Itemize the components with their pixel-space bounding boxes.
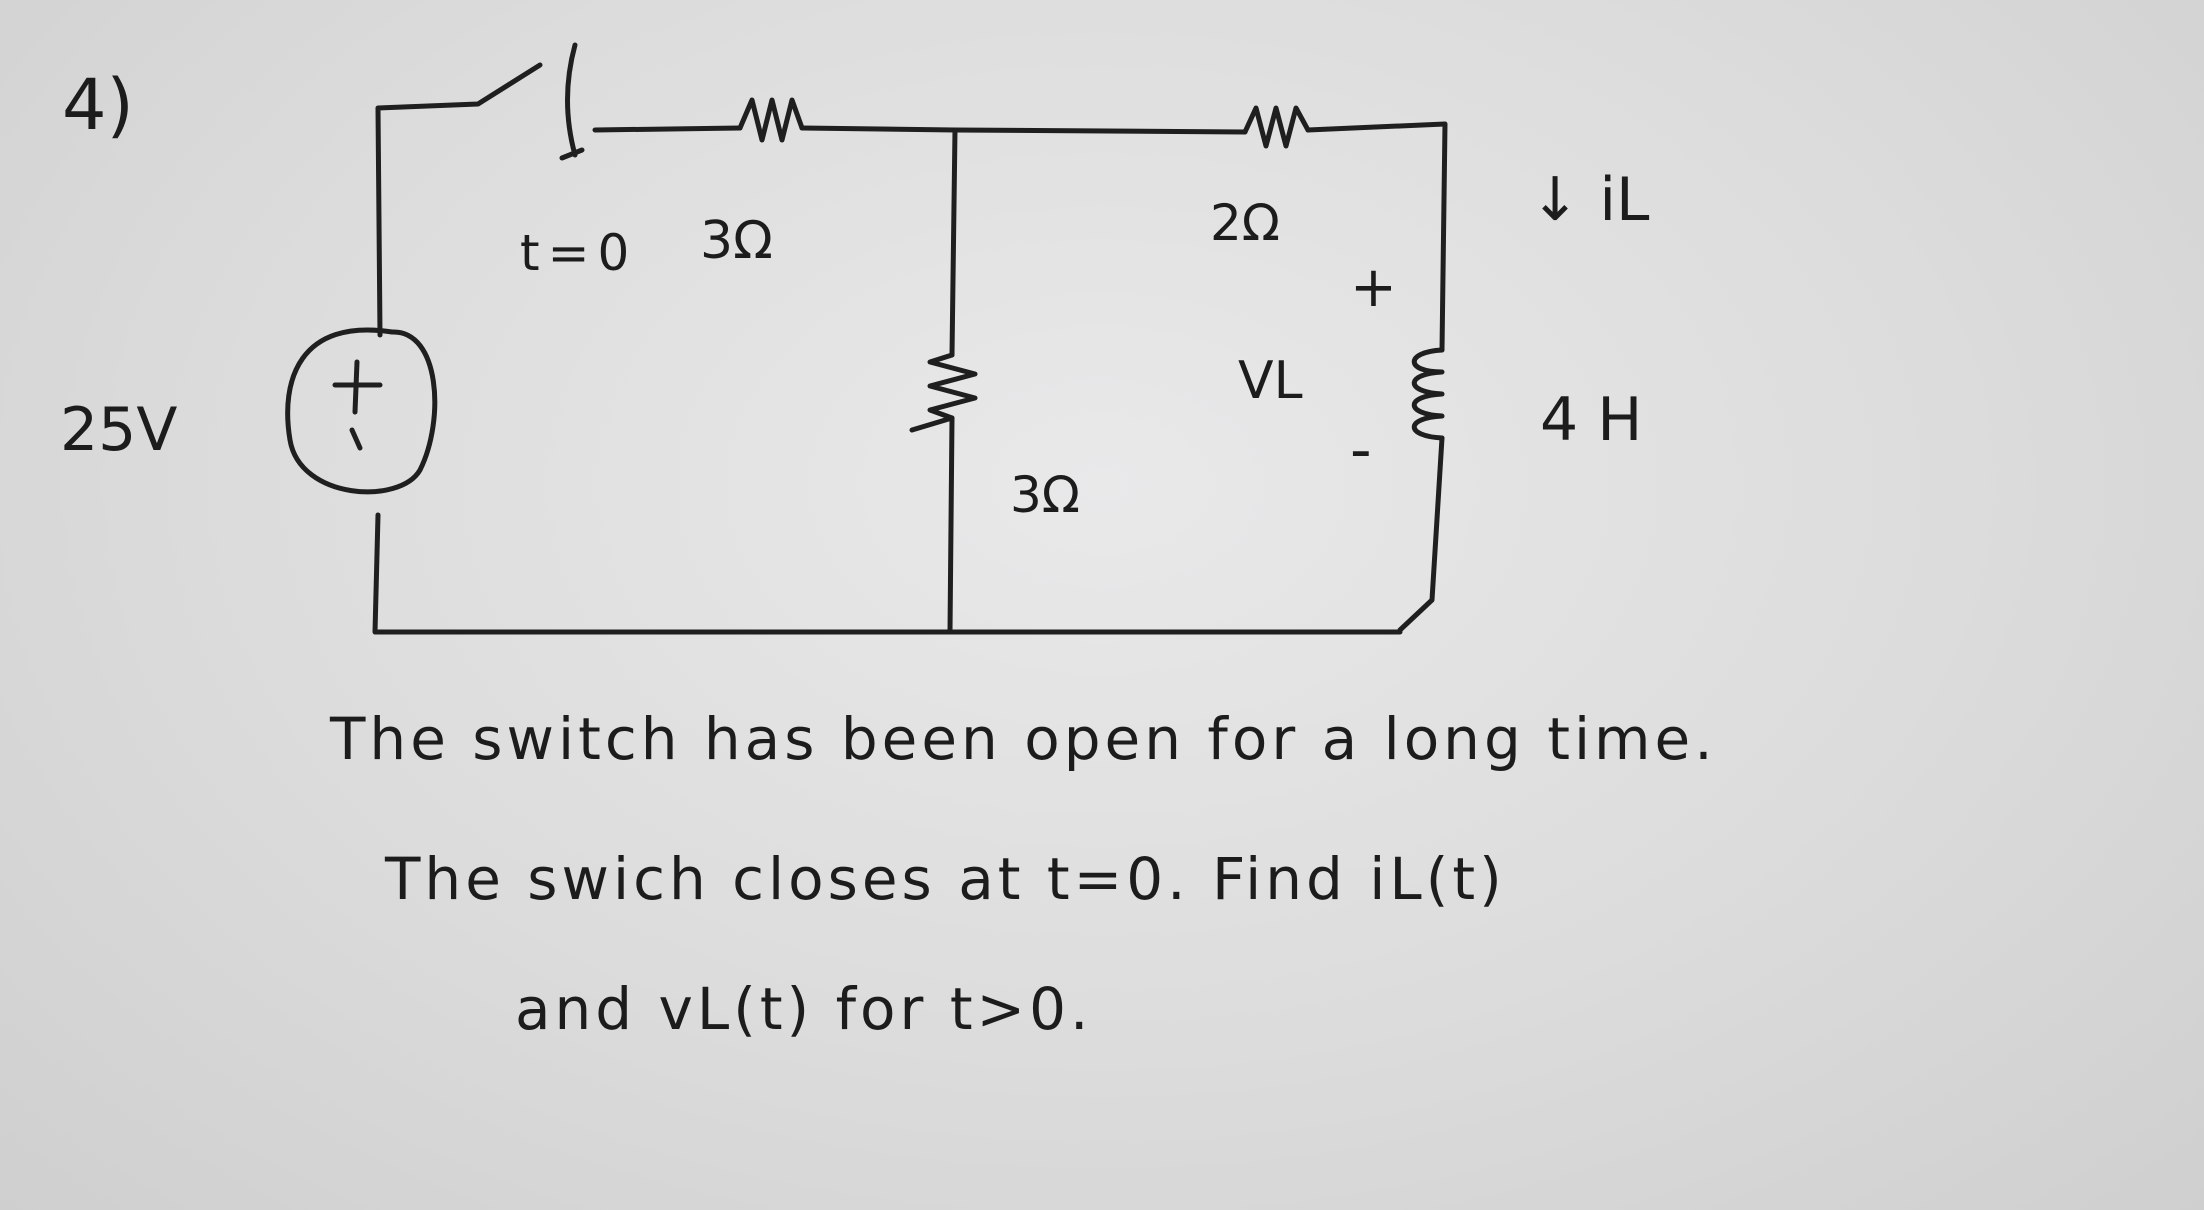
vl-minus-label: - [1350, 415, 1372, 485]
vl-plus-label: + [1350, 255, 1397, 320]
inductor-label: 4 H [1540, 385, 1643, 455]
wire-top-2 [799, 125, 1248, 135]
source-minus-sign [349, 427, 363, 451]
resistor-r3 [1242, 105, 1311, 149]
r3-label: 2Ω [1210, 194, 1281, 252]
r2-label: 3Ω [1010, 466, 1081, 524]
il-label: ↓ iL [1530, 165, 1650, 235]
resistor-r1 [737, 97, 805, 143]
problem-number: 4) [62, 64, 134, 146]
inductor-coil [1411, 347, 1445, 441]
problem-text-line-2: The swich closes at t=0. Find iL(t) [385, 845, 1506, 913]
wire-top-1 [592, 125, 743, 133]
switch-label: t=0 [520, 224, 638, 282]
r1-label: 3Ω [700, 211, 773, 271]
wire-top-3 [1305, 121, 1448, 353]
wire-right-bottom [1397, 435, 1445, 633]
vl-label: VL [1238, 351, 1303, 411]
switch-pivot [559, 42, 585, 161]
source-plus-sign [332, 359, 383, 415]
source-plus-label: + [333, 350, 334, 351]
source-label: 25V [60, 395, 178, 465]
wire-bottom [372, 512, 1403, 635]
wire-middle-bottom [909, 415, 955, 635]
problem-text-line-3: and vL(t) for t>0. [515, 975, 1093, 1043]
wire-left-top [375, 62, 543, 338]
resistor-r2 [927, 352, 978, 421]
wire-middle-top [949, 127, 958, 358]
problem-text-line-1: The switch has been open for a long time… [330, 705, 1717, 773]
voltage-source [285, 327, 438, 495]
